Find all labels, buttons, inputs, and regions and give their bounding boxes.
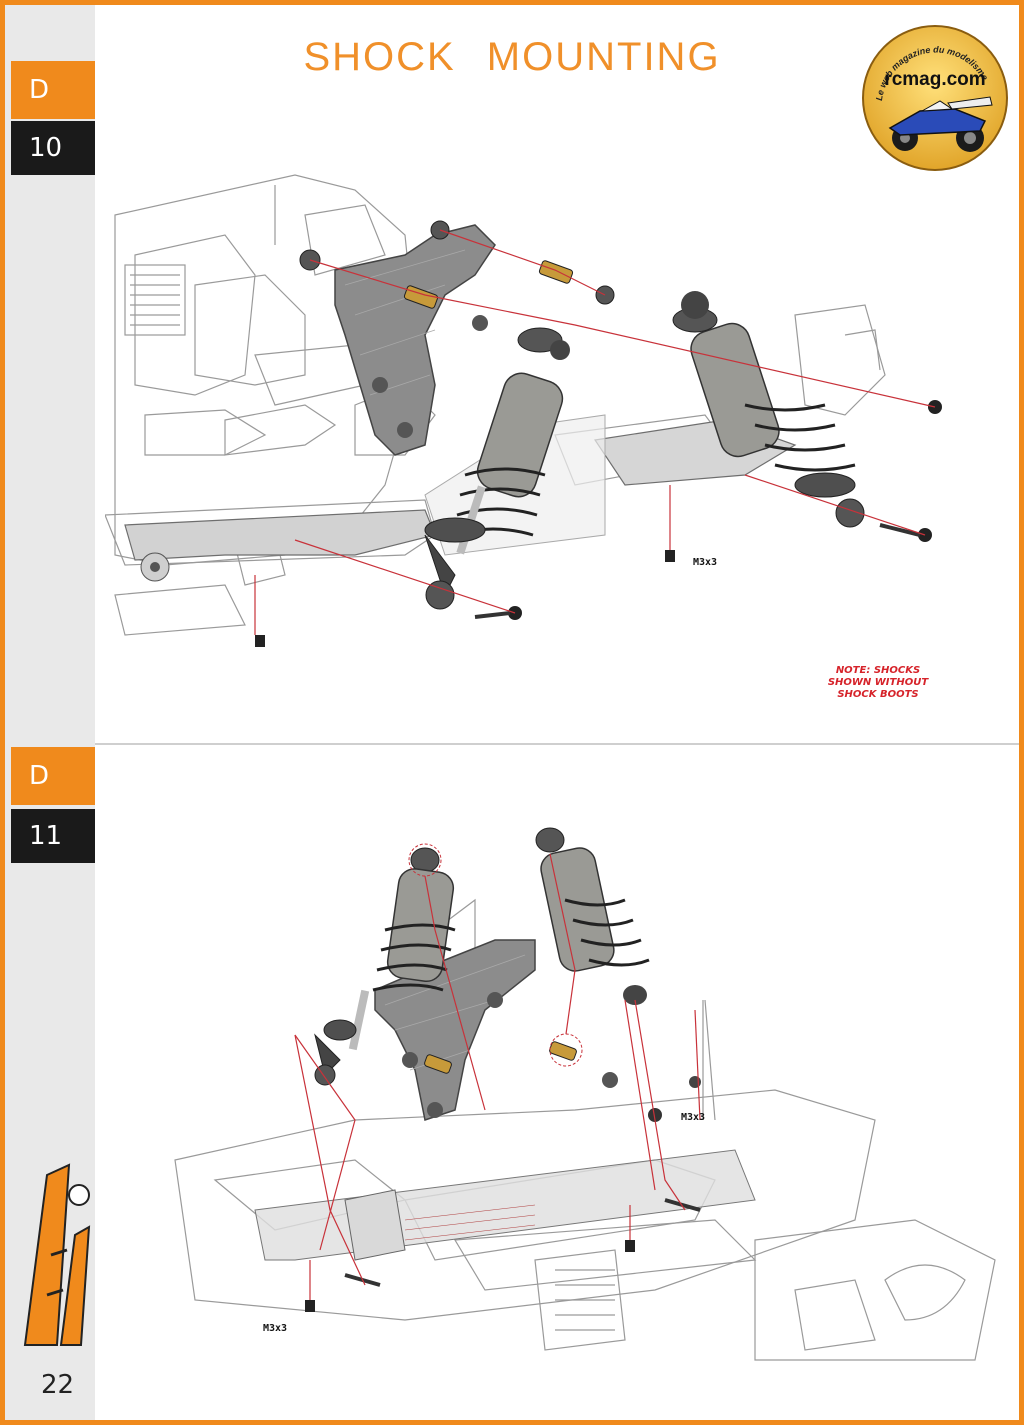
hardware-parts xyxy=(255,220,942,647)
lower-arm-left xyxy=(124,509,436,582)
step-10-letter-tab: D xyxy=(11,61,95,119)
shock-tower xyxy=(334,224,496,456)
step-11-letter-tab: D xyxy=(11,747,95,805)
step-11-number-tab: 11 xyxy=(11,809,95,863)
chassis-line-art xyxy=(174,898,996,1361)
shock-absorber-right xyxy=(672,291,865,528)
page-title: SHOCK MOUNTING xyxy=(303,35,721,79)
note-line-1: NOTE: SHOCKS xyxy=(835,665,921,676)
shock-absorber-left xyxy=(424,327,570,610)
shock-absorber-right xyxy=(535,827,650,1005)
step-11-hardware-label-left: M3x3 xyxy=(263,1323,288,1334)
step-11-hardware-label-right: M3x3 xyxy=(681,1112,706,1123)
step-divider xyxy=(95,743,1019,745)
step-10-number-tab: 10 xyxy=(11,121,95,175)
note-line-3: SHOCK BOOTS xyxy=(837,689,919,700)
step-10-note: NOTE: SHOCKS SHOWN WITHOUT SHOCK BOOTS xyxy=(810,665,946,701)
badge-site-name: rcmag.com xyxy=(884,69,986,90)
step-11-illustration xyxy=(174,827,996,1361)
leader-lines xyxy=(294,853,701,1300)
step-10-hardware-label: M3x3 xyxy=(693,557,718,568)
step-10-illustration xyxy=(105,174,942,647)
note-line-2: SHOWN WITHOUT xyxy=(827,677,929,688)
rcmag-badge-icon: Le web magazine du modelisme xyxy=(862,25,1008,171)
buggy-icon xyxy=(888,96,993,152)
brand-logo-icon xyxy=(23,1163,91,1346)
arm-end xyxy=(344,1189,406,1261)
shock-absorber-left xyxy=(314,847,456,1086)
page-number: 22 xyxy=(41,1370,75,1400)
leader-lines xyxy=(254,229,936,635)
